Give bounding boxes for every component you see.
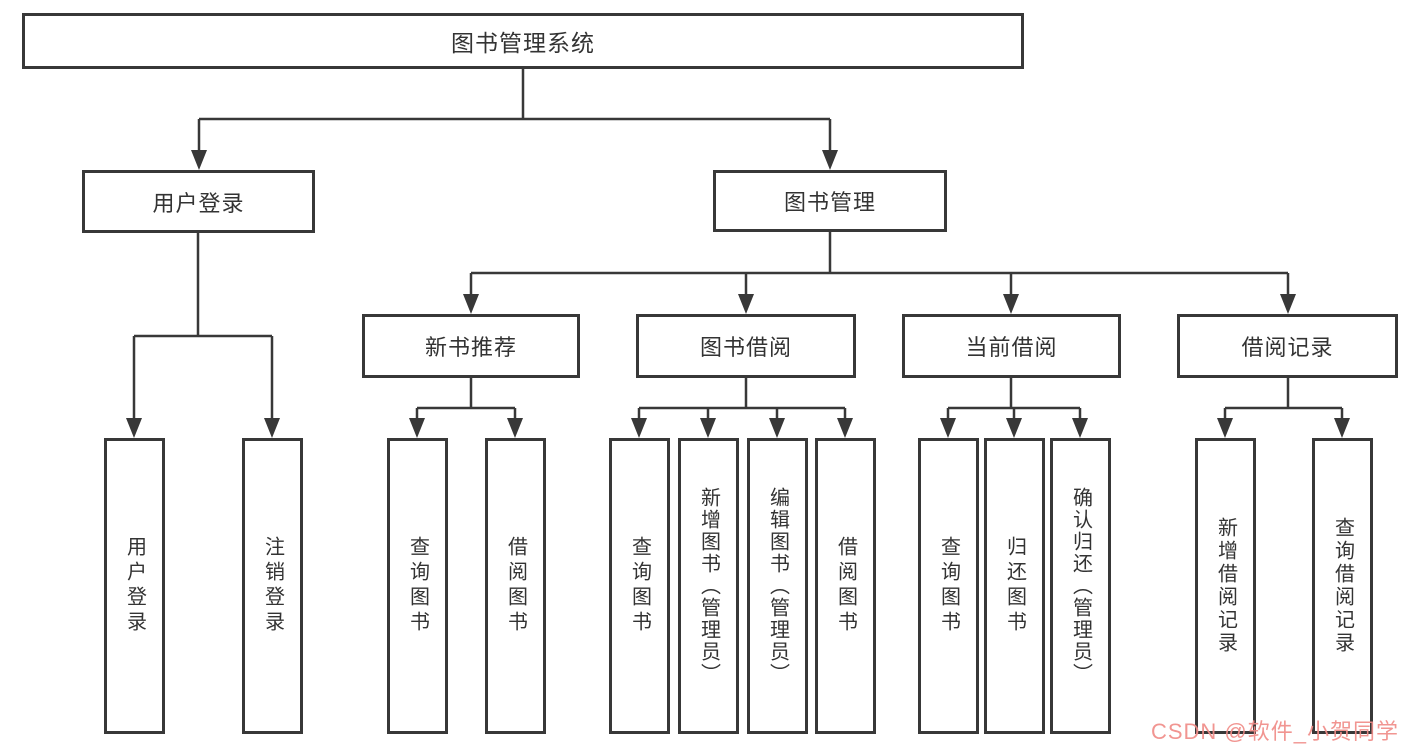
leaf-query-books-current: 查询图书 — [918, 438, 979, 734]
node-user-login-module: 用户登录 — [82, 170, 315, 233]
leaf-query-books-recommend: 查询图书 — [387, 438, 448, 734]
leaf-query-borrow-record: 查询借阅记录 — [1312, 438, 1373, 734]
node-root-system: 图书管理系统 — [22, 13, 1024, 69]
leaf-return-book: 归还图书 — [984, 438, 1045, 734]
leaf-confirm-return-admin: 确认归还（管理员） — [1050, 438, 1111, 734]
leaf-user-login: 用户登录 — [104, 438, 165, 734]
node-book-management-module: 图书管理 — [713, 170, 947, 232]
leaf-add-borrow-record: 新增借阅记录 — [1195, 438, 1256, 734]
node-current-borrow: 当前借阅 — [902, 314, 1121, 378]
node-book-borrow: 图书借阅 — [636, 314, 856, 378]
leaf-edit-book-admin: 编辑图书（管理员） — [747, 438, 808, 734]
node-new-book-recommend: 新书推荐 — [362, 314, 580, 378]
leaf-query-books-borrow: 查询图书 — [609, 438, 670, 734]
node-borrow-records: 借阅记录 — [1177, 314, 1398, 378]
leaf-add-book-admin: 新增图书（管理员） — [678, 438, 739, 734]
leaf-borrow-books-recommend: 借阅图书 — [485, 438, 546, 734]
csdn-watermark: CSDN @软件_小贺同学 — [1150, 719, 1399, 744]
leaf-logout: 注销登录 — [242, 438, 303, 734]
arrowhead-group — [126, 150, 1350, 438]
leaf-borrow-book: 借阅图书 — [815, 438, 876, 734]
